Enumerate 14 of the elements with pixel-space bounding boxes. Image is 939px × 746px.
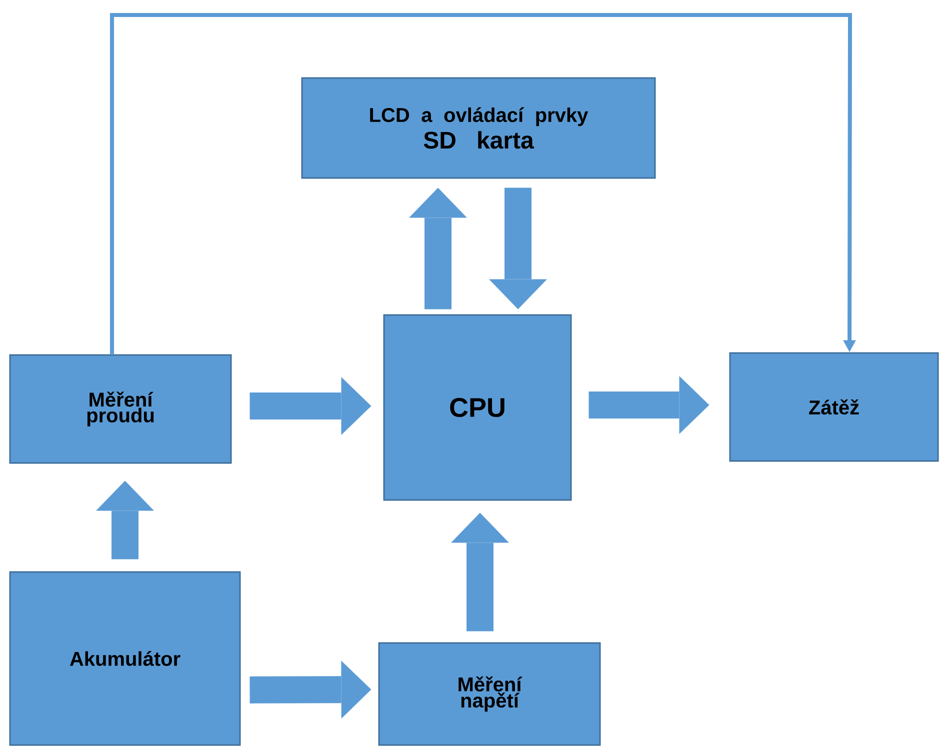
arrow <box>110 12 856 354</box>
arrow <box>409 188 467 310</box>
arrow <box>588 376 710 434</box>
process-box: Měření napětí <box>378 642 601 746</box>
process-box: Akumulátor <box>9 571 241 746</box>
process-box: CPU <box>383 314 572 501</box>
arrow <box>489 188 547 310</box>
process-box: Měření proudu <box>9 354 232 464</box>
arrow <box>250 660 372 719</box>
process-box: LCD a ovládací prvky SD karta <box>301 77 656 179</box>
process-box: Zátěž <box>729 352 939 462</box>
arrow <box>250 376 372 435</box>
arrow <box>451 512 509 632</box>
arrow <box>96 480 154 560</box>
